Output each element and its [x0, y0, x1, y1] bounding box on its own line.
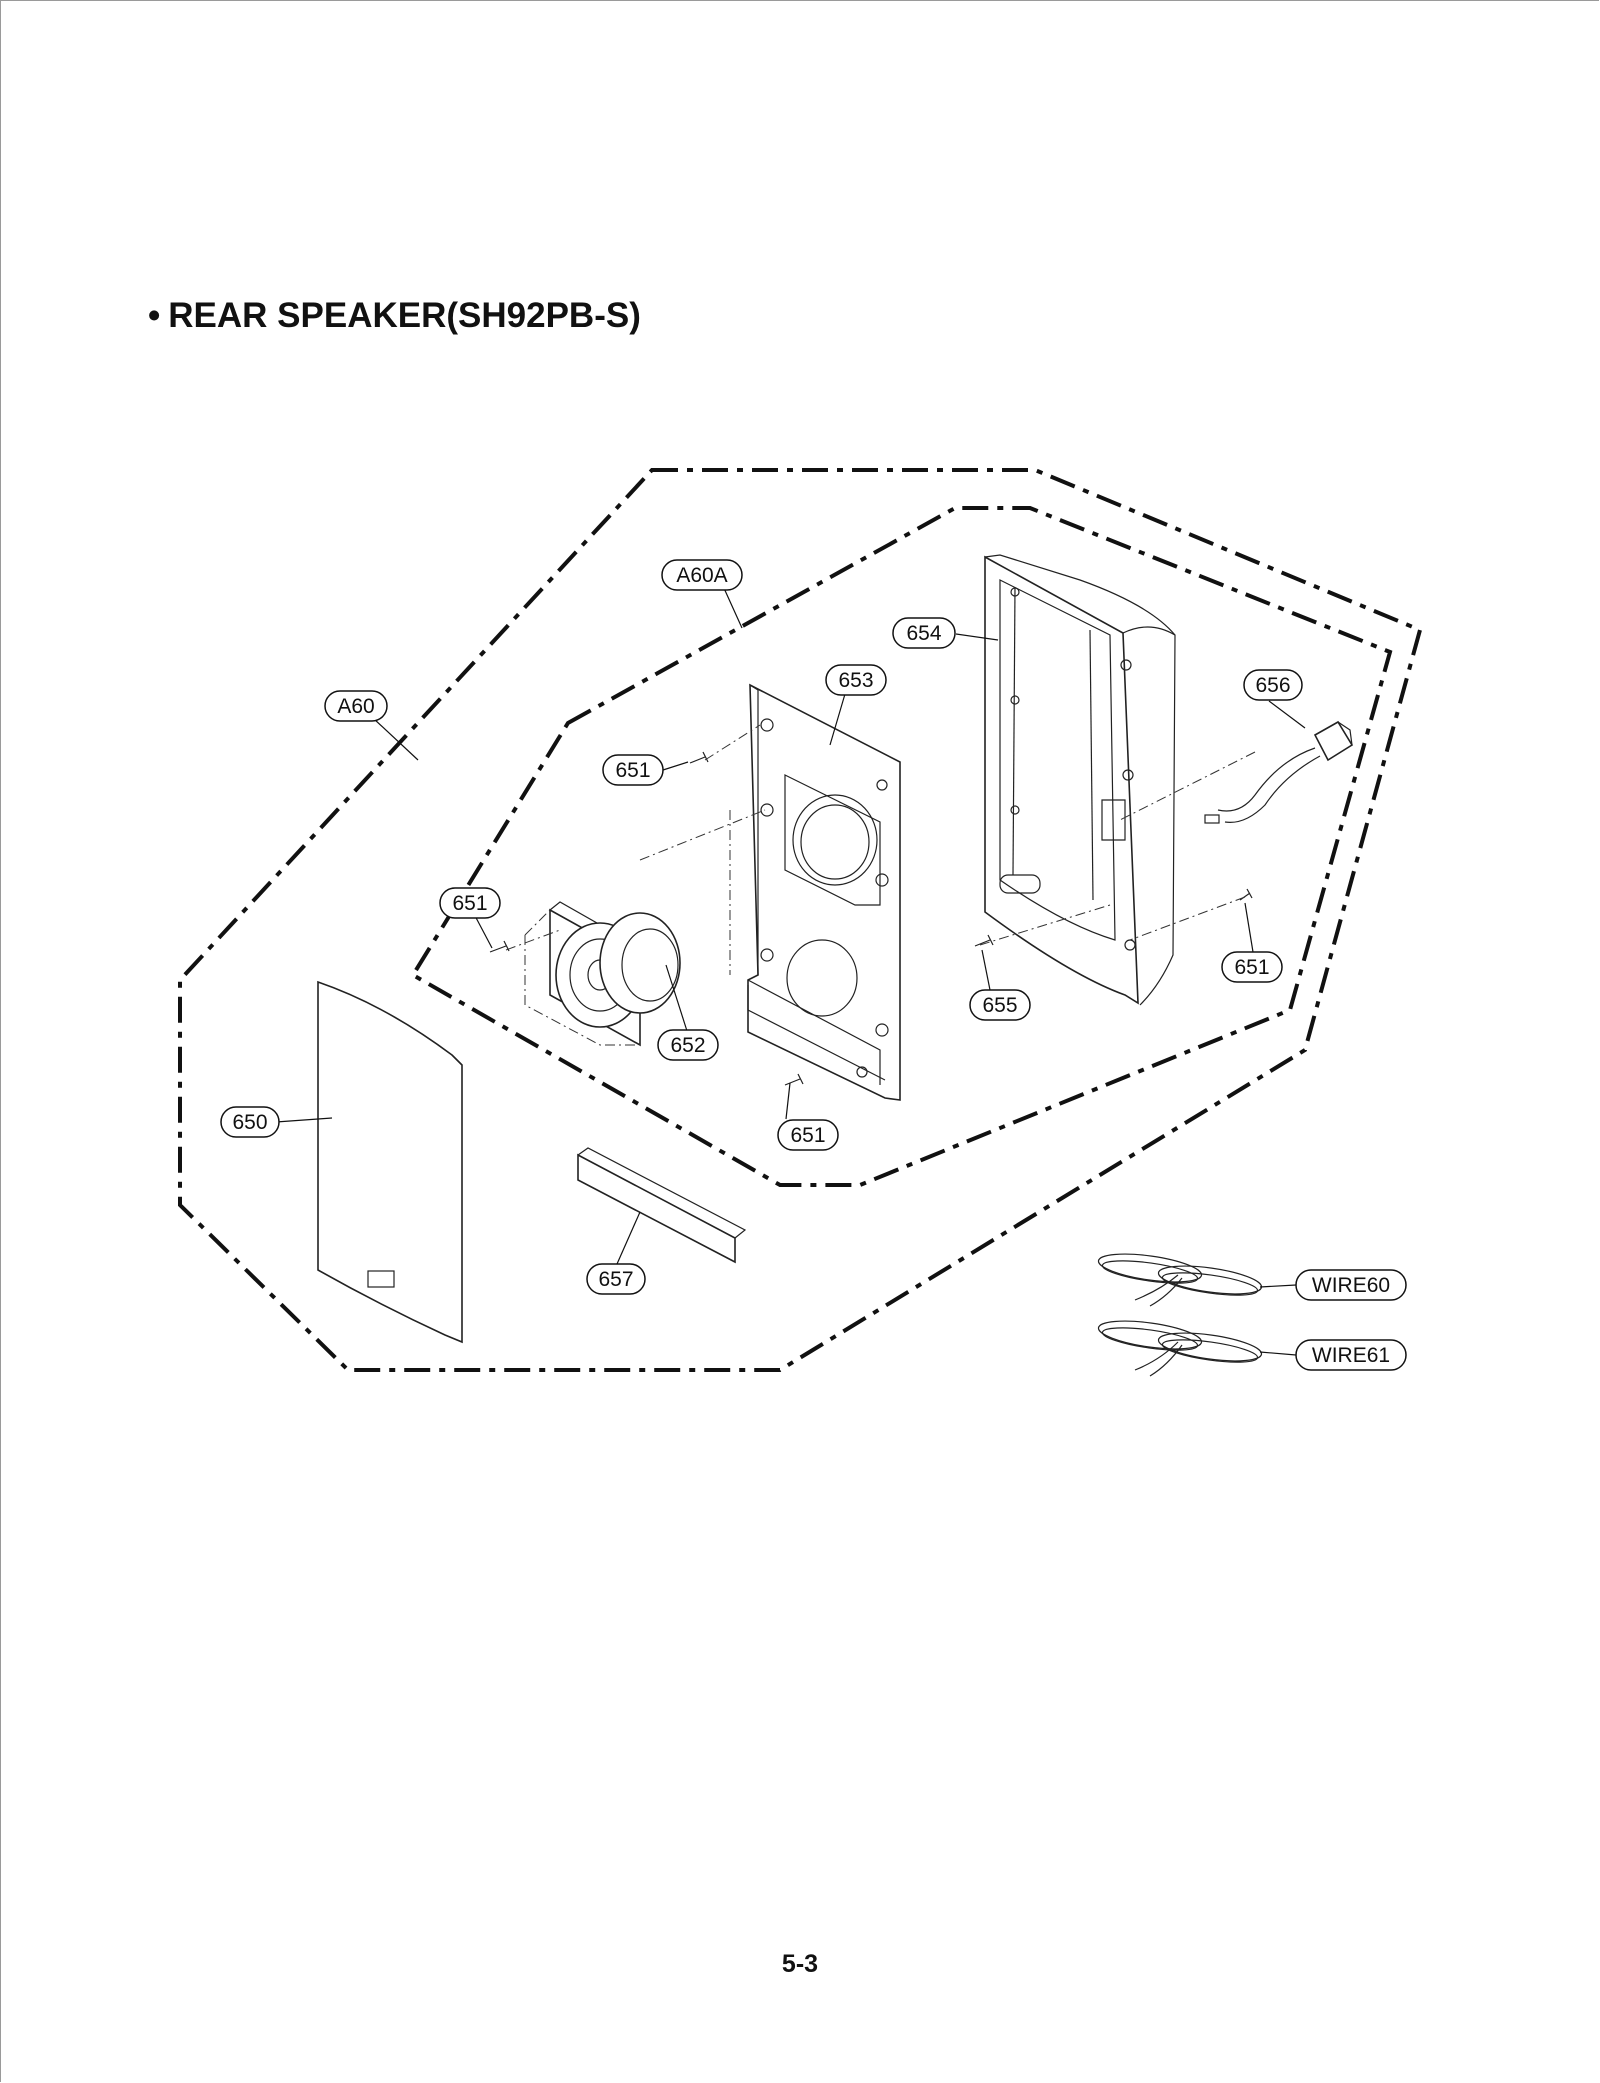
callout-655: 655 — [969, 989, 1031, 1021]
screw-651-top — [689, 751, 709, 764]
svg-text:651: 651 — [790, 1124, 825, 1147]
screw-651-right — [1239, 888, 1253, 901]
svg-text:WIRE61: WIRE61 — [1312, 1344, 1390, 1367]
title-text: REAR SPEAKER(SH92PB-S) — [168, 296, 641, 335]
screw-651-bottom — [784, 1073, 804, 1086]
svg-text:651: 651 — [1234, 956, 1269, 979]
svg-text:655: 655 — [982, 994, 1017, 1017]
baffle-653 — [729, 683, 901, 1101]
svg-text:651: 651 — [452, 892, 487, 915]
callout-653: 653 — [825, 664, 887, 696]
enclosure-654 — [984, 554, 1176, 1006]
callout-651-top: 651 — [602, 754, 664, 786]
callout-652: 652 — [657, 1029, 719, 1061]
section-title: •REAR SPEAKER(SH92PB-S) — [148, 296, 641, 336]
assembly-boundary-a60 — [178, 468, 1423, 1372]
page-number: 5-3 — [781, 1950, 819, 1978]
callout-651-right: 651 — [1221, 951, 1283, 983]
woofer-652 — [524, 901, 681, 1047]
svg-text:657: 657 — [598, 1268, 633, 1291]
svg-text:653: 653 — [838, 669, 873, 692]
leader-lines — [275, 585, 1306, 1356]
trim-strip-657 — [577, 1147, 747, 1264]
projection-lines — [505, 724, 1246, 951]
screw-655 — [974, 934, 994, 947]
svg-text:A60: A60 — [337, 695, 374, 718]
wire-bundle-60 — [1097, 1253, 1263, 1307]
svg-text:A60A: A60A — [676, 564, 727, 587]
svg-text:651: 651 — [615, 759, 650, 782]
assembly-boundary-a60a — [410, 506, 1393, 1187]
front-grille-650 — [317, 980, 463, 1344]
callout-654: 654 — [892, 617, 956, 649]
callout-650: 650 — [220, 1106, 280, 1138]
callout-a60: A60 — [324, 690, 388, 722]
callout-wire60: WIRE60 — [1295, 1269, 1407, 1301]
svg-text:650: 650 — [232, 1111, 267, 1134]
terminal-656 — [1119, 720, 1354, 824]
title-bullet: • — [148, 296, 161, 335]
svg-text:656: 656 — [1255, 674, 1290, 697]
callout-wire61: WIRE61 — [1295, 1339, 1407, 1371]
svg-text:WIRE60: WIRE60 — [1312, 1274, 1390, 1297]
callout-656: 656 — [1243, 669, 1303, 701]
svg-text:654: 654 — [906, 622, 941, 645]
callout-657: 657 — [586, 1263, 646, 1295]
svg-text:652: 652 — [670, 1034, 705, 1057]
callout-651-bottom: 651 — [777, 1119, 839, 1151]
callout-651-left: 651 — [439, 887, 501, 919]
wire-bundle-61 — [1097, 1320, 1263, 1377]
callout-a60a: A60A — [661, 559, 743, 591]
